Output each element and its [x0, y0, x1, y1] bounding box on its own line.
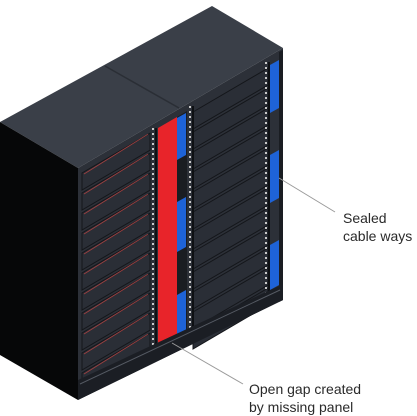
cabinet-top-seam	[104, 65, 180, 109]
server-unit-edge	[83, 133, 149, 175]
server-unit	[81, 252, 151, 311]
server-unit-edge	[83, 153, 149, 195]
callout-gap-line1: Open gap created	[249, 381, 362, 397]
cabinet-right-edge	[279, 50, 283, 302]
server-unit	[81, 152, 151, 211]
server-unit-edge	[83, 293, 149, 335]
server-unit-edge	[83, 333, 149, 375]
server-unit	[81, 232, 151, 291]
callout-sealed-line1: Sealed	[343, 210, 387, 226]
cable-seal-blue	[270, 150, 279, 203]
cabinet-side	[0, 122, 78, 400]
cable-seal-blue	[270, 60, 279, 113]
cable-seal-blue	[177, 197, 186, 252]
server-unit-edge	[83, 313, 149, 355]
server-unit	[81, 292, 151, 351]
leader-line-sealed	[278, 177, 336, 213]
server-unit-edge	[83, 173, 149, 215]
server-unit-edge	[83, 233, 149, 275]
server-unit	[81, 192, 151, 251]
server-unit-edge	[83, 193, 149, 235]
callout-sealed-line2: cable ways	[343, 228, 413, 244]
leader-line-gap	[171, 342, 244, 385]
cable-seal-blue	[177, 113, 186, 160]
server-unit	[81, 172, 151, 231]
base-highlight	[79, 289, 281, 385]
server-unit-edge	[83, 273, 149, 315]
server-unit-edge	[83, 253, 149, 295]
server-unit	[81, 132, 151, 191]
callout-gap-line2: by missing panel	[249, 399, 354, 415]
server-unit	[81, 212, 151, 271]
callout-open-gap: Open gap created by missing panel	[249, 380, 361, 416]
server-unit	[81, 312, 151, 371]
cable-seal-blue	[270, 240, 279, 290]
callout-sealed-cable-ways: Sealed cable ways	[343, 209, 412, 245]
server-unit	[81, 272, 151, 331]
rack-rails	[152, 62, 270, 356]
server-unit-edge	[83, 213, 149, 255]
open-gap-red	[158, 117, 177, 356]
server-units-left	[81, 132, 151, 391]
